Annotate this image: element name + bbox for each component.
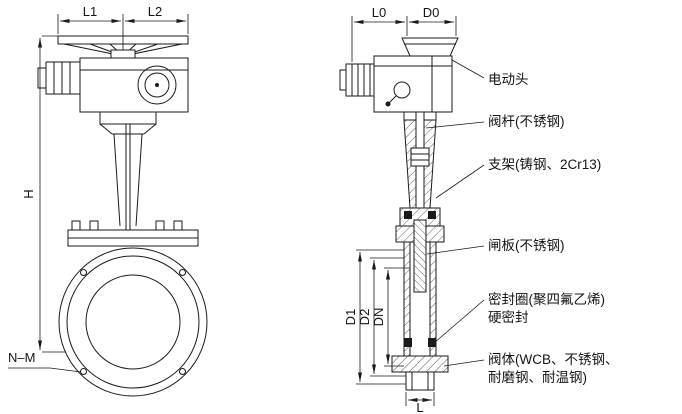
annotation-seal-line1: 密封圈(聚四氟乙烯): [488, 291, 605, 307]
leader-seal: [433, 299, 485, 344]
seat-ring: [428, 338, 436, 347]
leader-body: [443, 359, 485, 367]
leader-stem: [425, 121, 485, 129]
annotation-gate: 闸板(不锈钢): [488, 238, 565, 253]
annotation-seal-line2: 硬密封: [488, 309, 529, 325]
dimension-dn: DN: [371, 267, 410, 367]
seat-ring: [404, 338, 412, 347]
dim-label-d0: D0: [423, 5, 440, 20]
annotation-bracket: 支架(铸钢、2Cr13): [488, 157, 601, 172]
dim-label-l: L: [416, 400, 423, 414]
dim-label-nm: N–M: [8, 350, 35, 365]
motor-side: [345, 63, 375, 97]
annotation-body-line2: 耐磨钢、耐温钢): [488, 370, 587, 385]
bolt-hole: [179, 269, 186, 276]
bolt-hole: [80, 368, 87, 375]
annotation-stem: 阀杆(不锈钢): [488, 114, 565, 129]
valve-body-front: [58, 247, 208, 397]
dimension-nm: N–M: [8, 350, 82, 373]
dim-label-dn: DN: [371, 308, 386, 327]
dimension-l1: L1: [57, 4, 124, 50]
dimension-d2: D2: [357, 257, 406, 377]
annotation-body-line1: 阀体(WCB、不锈钢、: [488, 352, 619, 367]
dimension-l2: L2: [125, 4, 189, 34]
leader-bracket: [435, 164, 485, 199]
dimension-l0: L0: [351, 5, 408, 62]
dim-label-l1: L1: [83, 4, 97, 19]
bolt-hole: [179, 368, 186, 375]
leader-gate: [426, 245, 485, 255]
bonnet-flange-front: [67, 220, 199, 247]
yoke-front: [113, 124, 143, 230]
gate-plate: [413, 219, 427, 293]
dim-label-l2: L2: [148, 4, 162, 19]
dimension-l: L: [405, 392, 435, 414]
dimension-d1: D1: [343, 249, 406, 385]
dimension-h: H: [21, 35, 66, 353]
position-indicator: [393, 81, 411, 99]
side-view: L0 D0 D1 D2 DN L: [339, 5, 459, 414]
actuator-body-front: [37, 57, 189, 135]
valve-body-side: [391, 241, 449, 391]
leader-actuator: [451, 59, 485, 79]
dim-label-h: H: [21, 189, 36, 198]
dim-label-l0: L0: [372, 5, 386, 20]
actuator-side: [339, 37, 459, 121]
front-view: L1 L2 H N–M: [8, 4, 208, 397]
dimension-d0: D0: [409, 5, 457, 36]
annotations: 电动头 阀杆(不锈钢) 支架(铸钢、2Cr13) 闸板(不锈钢) 密封圈(聚四氟…: [425, 59, 619, 385]
bolt-hole: [80, 269, 87, 276]
annotation-actuator: 电动头: [488, 72, 529, 87]
dim-label-d1: D1: [343, 309, 358, 326]
packing-gland: [399, 207, 441, 227]
motor-front: [45, 61, 81, 95]
dim-label-d2: D2: [357, 309, 372, 326]
